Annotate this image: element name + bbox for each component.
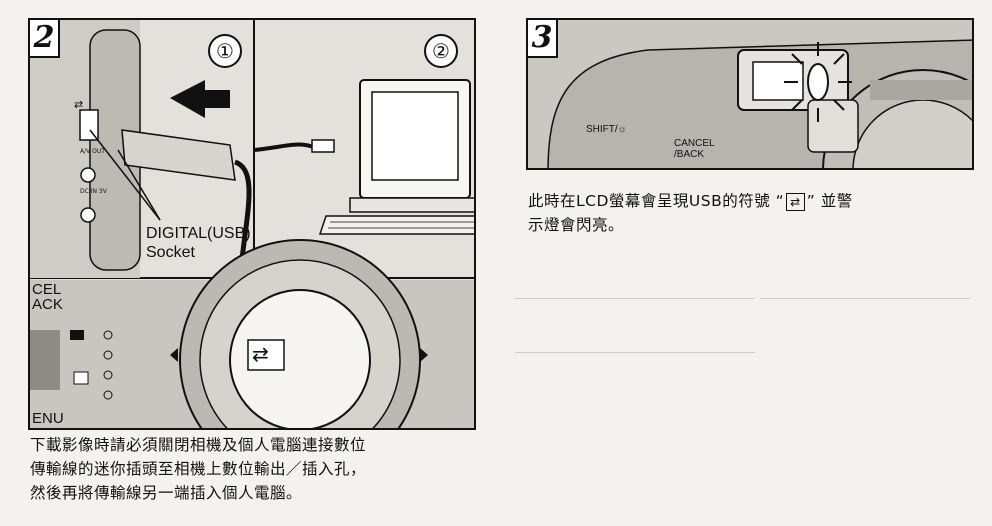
digital-usb-socket-callout: DIGITAL(USB) Socket [146,224,251,262]
socket-label-line2: Socket [146,244,195,261]
caption-line: 示燈會閃亮。 [528,216,625,234]
socket-label-line1: DIGITAL(USB) [146,225,251,242]
caption-line: 傳輸線的迷你插頭至相機上數位輸出／插入孔， [30,460,367,478]
sub-step-2-marker: ② [424,34,458,68]
ghost-line [515,298,755,299]
ghost-line [760,298,970,299]
step-2-caption: 下載影像時請必須關閉相機及個人電腦連接數位 傳輸線的迷你插頭至相機上數位輸出／插… [30,433,366,505]
step-number-badge: 2 [30,20,60,58]
step-3-panel: 3 SHIFT/☼ CANCEL /BACK [526,18,974,170]
caption-line: 然後再將傳輸線另一端插入個人電腦。 [30,484,303,502]
partial-cancel-label: CEL ACK [32,281,63,313]
step-number-badge: 3 [528,20,558,58]
sub-step-1-marker: ① [208,34,242,68]
caption-line: 此時在LCD螢幕會呈現USB的符號 “⇄” 並警 [528,192,853,211]
ghost-line [515,352,755,353]
step-3-illustration [528,20,972,168]
step-2-illustration [30,20,474,428]
usb-port-label: ⇄ [74,98,84,111]
cancel-back-label: CANCEL /BACK [674,138,715,160]
partial-menu-label: ENU [32,410,64,427]
step-3-caption: 此時在LCD螢幕會呈現USB的符號 “⇄” 並警 示燈會閃亮。 [528,189,853,237]
caption-line: 下載影像時請必須關閉相機及個人電腦連接數位 [30,436,367,454]
dc-in-label: DC IN 3V [80,188,107,195]
step-2-panel: 2 ① ② ⇄ A/V OUT DC IN 3V DIGITAL(USB) So… [28,18,476,430]
usb-symbol-icon: ⇄ [252,342,269,366]
av-out-label: A/V OUT [80,148,105,155]
shift-button-label: SHIFT/☼ [586,124,627,135]
usb-symbol-icon: ⇄ [786,192,805,211]
